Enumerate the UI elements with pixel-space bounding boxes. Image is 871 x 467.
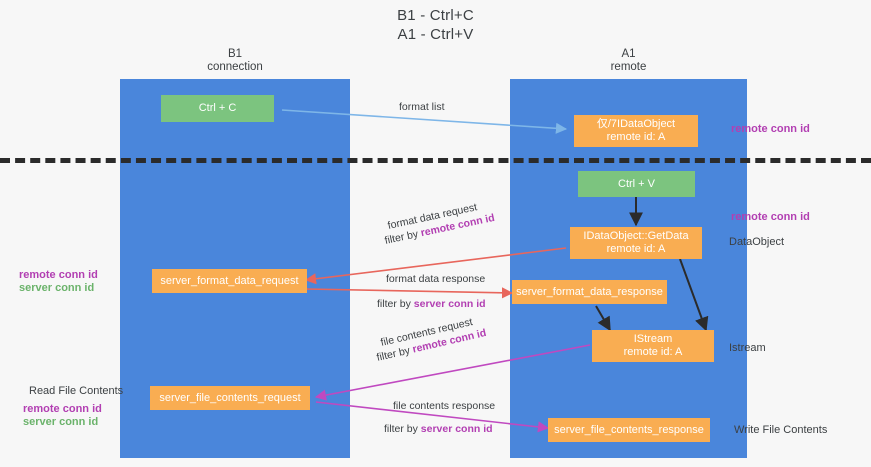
annotation-istream: Istream [729,342,766,354]
box-istream[interactable]: IStream remote id: A [592,330,714,362]
title-line-1: B1 - Ctrl+C [397,7,474,24]
box-istream-title: IStream [633,333,673,345]
edge-label-format-data-response: format data response [386,273,485,286]
phase-divider [0,158,871,163]
column-header-a1-name: A1 [621,48,636,60]
box-idataobject-getdata[interactable]: IDataObject::GetData remote id: A [570,227,702,259]
annotation-write-file-contents: Write File Contents [734,424,828,436]
annotation-right-mid-remote-conn-id: remote conn id [731,211,810,223]
column-header-b1-name: B1 [227,48,243,60]
box-idataobject-remote-id: remote id: A [606,131,666,143]
page-title: B1 - Ctrl+C A1 - Ctrl+V [0,6,871,44]
box-server-file-contents-request[interactable]: server_file_contents_request [150,386,310,410]
column-header-a1: A1 remote [510,48,747,74]
edge-label-fcrsp-filter-prefix: filter by [384,423,421,435]
column-header-b1-role: connection [207,61,263,73]
box-server-format-data-response[interactable]: server_format_data_response [512,280,667,304]
box-getdata-remote-id: remote id: A [606,243,666,255]
box-idataobject-remote[interactable]: 仅/7IDataObject remote id: A [574,115,698,147]
annotation-left-bottom-server-conn-id: server conn id [23,416,99,428]
annotation-left-bottom-remote-conn-id: remote conn id [23,403,102,415]
edge-label-file-contents-response-filter: filter by server conn id [384,423,493,436]
box-server-file-contents-response[interactable]: server_file_contents_response [548,418,710,442]
column-header-b1: B1 connection [120,48,350,74]
edge-label-fcrsp-filter-key: server conn id [420,423,493,435]
box-server-file-contents-response-label: server_file_contents_response [554,423,704,436]
box-ctrl-v-label: Ctrl + V [618,177,655,190]
annotation-read-file-contents: Read File Contents [29,385,124,397]
box-getdata-title: IDataObject::GetData [583,230,689,242]
box-server-file-contents-request-label: server_file_contents_request [159,391,301,404]
edge-label-format-list-text: format list [399,101,445,113]
box-istream-remote-id: remote id: A [623,346,683,358]
edge-label-file-contents-response-text: file contents response [393,400,496,412]
box-ctrl-c-label: Ctrl + C [198,102,237,114]
box-idataobject-title: 仅/7IDataObject [596,118,676,130]
annotation-left-server-conn-id: server conn id [19,282,95,294]
title-line-2: A1 - Ctrl+V [397,26,474,43]
box-server-format-data-request-label: server_format_data_request [160,274,299,287]
column-header-a1-role: remote [610,61,647,73]
box-server-format-data-response-label: server_format_data_response [516,285,663,298]
box-ctrl-c[interactable]: Ctrl + C [161,95,274,122]
edge-label-format-list: format list [399,101,445,114]
box-ctrl-v[interactable]: Ctrl + V [578,171,695,197]
box-server-format-data-request[interactable]: server_format_data_request [152,269,307,293]
edge-label-format-data-response-filter: filter by server conn id [377,298,486,311]
edge-label-fdrsp-filter-key: server conn id [413,298,486,310]
annotation-dataobject: DataObject [729,236,785,248]
edge-label-fdrsp-filter-prefix: filter by [377,298,414,310]
edge-label-file-contents-response: file contents response [393,400,495,413]
annotation-right-top-remote-conn-id: remote conn id [731,123,810,135]
annotation-left-remote-conn-id: remote conn id [19,269,98,281]
edge-label-format-data-response-text: format data response [386,273,486,285]
